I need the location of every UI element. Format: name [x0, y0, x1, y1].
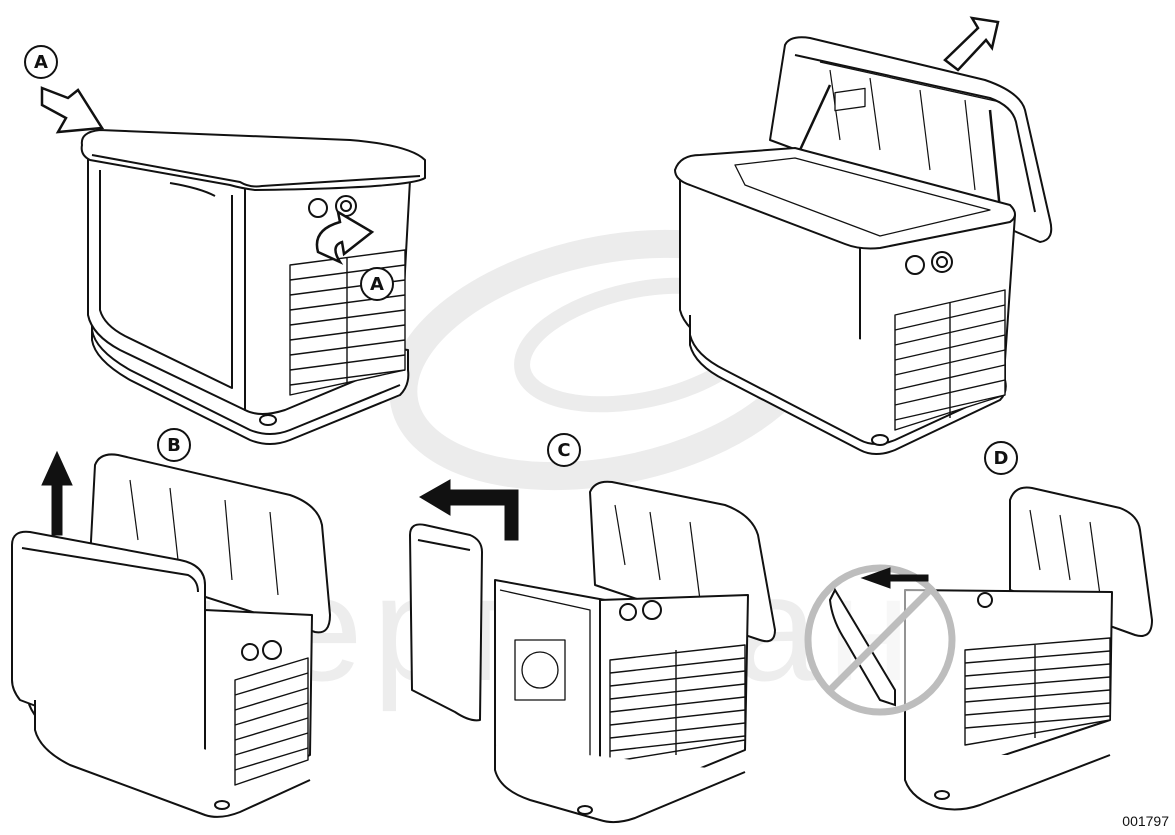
generator-lid-open	[674, 36, 1053, 455]
arrow-press-lid-icon	[40, 86, 105, 134]
generator-closed	[80, 129, 426, 445]
step-label-b: B	[157, 428, 191, 462]
generator-panel-c	[409, 480, 776, 824]
generator-panel-b	[11, 453, 331, 818]
prohibition-icon	[804, 564, 956, 716]
arrow-rotate-knob-icon	[315, 209, 375, 265]
arrow-lift-lid-icon	[943, 16, 1000, 72]
step-label-d: D	[984, 441, 1018, 475]
figure-id: 001797	[1122, 813, 1169, 829]
step-label-a-top: A	[24, 45, 58, 79]
step-label-a-side: A	[360, 267, 394, 301]
arrow-up-icon	[41, 450, 73, 536]
arrow-slide-left-icon	[419, 479, 519, 541]
generator-panel-d	[904, 486, 1153, 811]
step-label-c: C	[547, 433, 581, 467]
